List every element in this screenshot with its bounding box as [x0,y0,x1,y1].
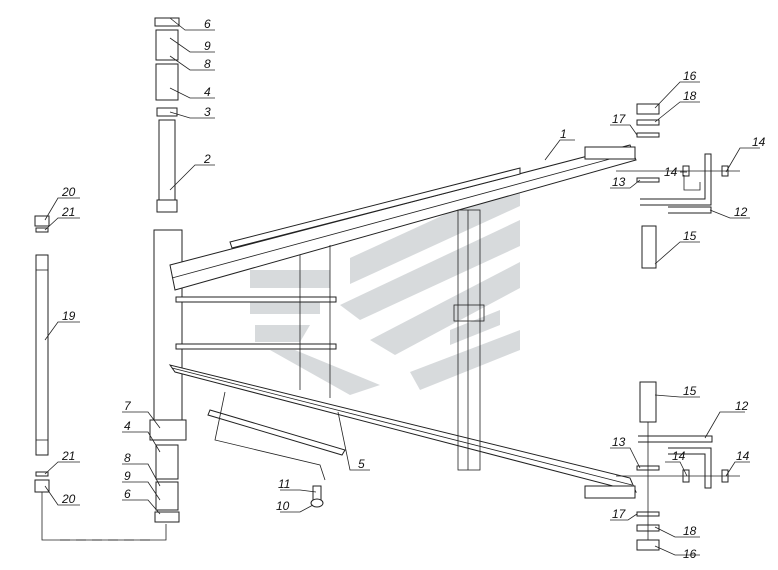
callout-14-b: 14 [752,135,766,149]
callout-4-top: 4 [204,85,211,99]
callout-18-top: 18 [683,89,697,103]
nut-20-top [34,215,50,227]
callout-20-top: 20 [61,185,76,199]
pin-15-top [641,225,657,269]
callout-14-c: 14 [672,449,686,463]
callout-18-bottom: 18 [683,524,697,538]
dash-link-left [41,492,167,541]
bolt-10-11 [310,485,324,508]
callout-12-bottom: 12 [735,399,749,413]
pin-15-bottom [639,381,657,423]
callout-2: 2 [203,152,211,166]
rod-19 [35,254,49,456]
callout-17-bottom: 17 [612,507,627,521]
callout-5: 5 [358,457,365,471]
callout-1: 1 [560,127,567,141]
left-rod-assembly [34,215,167,541]
ring-3 [156,107,178,117]
vertical-pin-stack [149,17,187,523]
lower-right-hardware [616,381,740,551]
bushing-9-top [155,29,179,61]
callout-13-top: 13 [612,175,626,189]
callout-6-bottom: 6 [124,487,131,501]
pin-2 [158,119,176,201]
callout-15-top: 15 [683,229,697,243]
callout-10: 10 [276,499,290,513]
callout-8-bottom: 8 [124,451,131,465]
bushing-8-top [155,63,179,101]
callout-17-top: 17 [612,112,627,126]
callout-20-bottom: 20 [61,492,76,506]
main-tube [153,229,183,421]
callout-13-bottom: 13 [612,435,626,449]
callout-9-bottom: 9 [124,469,131,483]
washer-6-bottom [154,511,180,523]
callout-19: 19 [62,309,76,323]
upper-right-hardware [616,103,740,269]
callout-11: 11 [278,477,290,491]
callout-3: 3 [204,105,211,119]
callout-16-top: 16 [683,69,697,83]
callout-4-bottom: 4 [124,419,131,433]
callout-labels: 6 9 8 4 3 2 1 5 7 4 8 9 6 11 10 20 21 19… [61,17,766,561]
callout-9-top: 9 [204,39,211,53]
callout-8-top: 8 [204,57,211,71]
leader-lines [44,17,760,556]
callout-16-bottom: 16 [683,547,697,561]
callout-15-bottom: 15 [683,384,697,398]
callout-12-top: 12 [734,205,748,219]
nut-20-bottom [34,479,50,493]
watermark-logo [250,180,520,395]
washer-21-bottom [35,471,49,477]
bushing-4-bottom [155,444,179,480]
a-frame [168,144,637,499]
callout-21-bottom: 21 [61,449,75,463]
washer-21-top [35,227,49,233]
callout-14-d: 14 [736,449,750,463]
callout-14-a: 14 [664,165,678,179]
bushing-8-bottom [155,481,179,511]
callout-6-top: 6 [204,17,211,31]
callout-21-top: 21 [61,205,75,219]
callout-7: 7 [124,399,132,413]
part-7 [149,419,187,441]
